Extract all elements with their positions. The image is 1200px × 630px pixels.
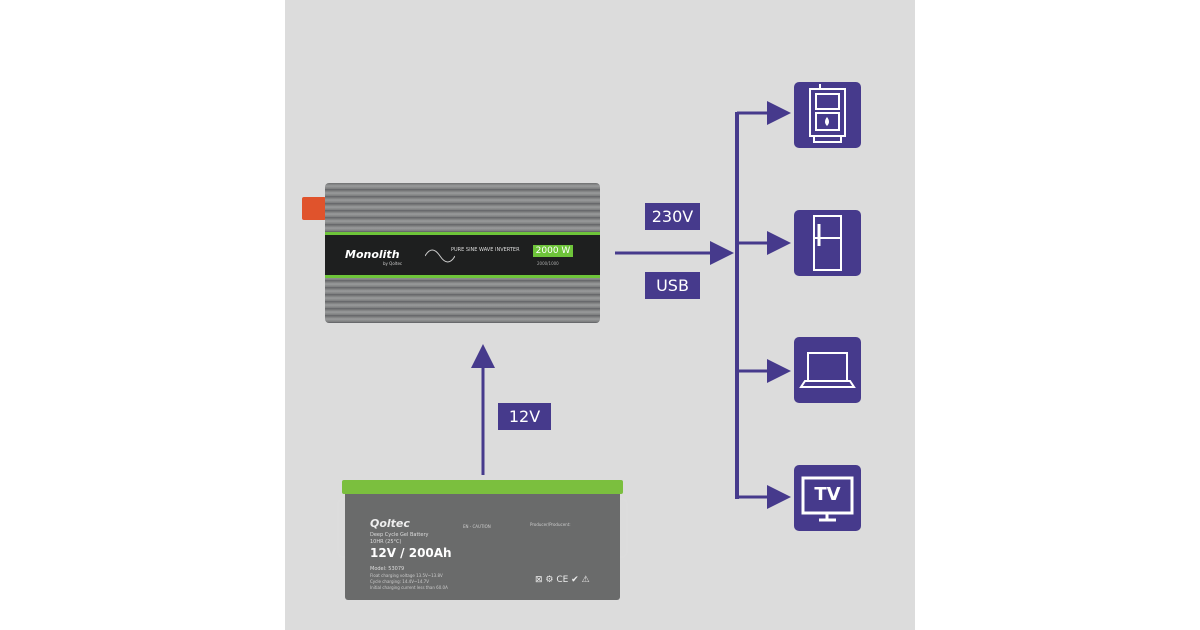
inverter-brand: Monolith [345, 248, 400, 261]
battery-lid [342, 480, 623, 494]
battery: Qoltec Deep Cycle Gel Battery 10HR (25°C… [337, 480, 628, 600]
boiler-icon [794, 82, 861, 148]
battery-handle-right [620, 498, 628, 558]
sine-wave-icon [425, 249, 455, 263]
label-12v: 12V [498, 403, 551, 430]
certification-icons: ⊠ ⚙ CE ✔ ⚠ [535, 575, 590, 585]
label-230v: 230V [645, 203, 700, 230]
inverter-power: 2000 W [533, 245, 573, 257]
fridge-icon [794, 210, 861, 276]
inverter-terminal [302, 197, 326, 220]
tv-label: TV [814, 484, 841, 505]
battery-handle-left [337, 498, 345, 558]
battery-brand: Qoltec [370, 517, 410, 530]
battery-cycle: Cycle charging: 14.4V~14.7V [370, 579, 429, 584]
label-usb: USB [645, 272, 700, 299]
battery-rating: 12V / 200Ah [370, 546, 452, 560]
battery-initial: Initial charging current less than 60.0A [370, 585, 448, 590]
battery-model: Model: 53079 [370, 566, 405, 572]
inverter-type: PURE SINE WAVE INVERTER [451, 247, 520, 253]
battery-caution: EN - CAUTION [463, 524, 491, 529]
battery-producer: Producer/Producent: [530, 522, 571, 527]
tv-icon: TV [794, 465, 861, 531]
inverter: Monolith by Qoltec PURE SINE WAVE INVERT… [325, 183, 600, 323]
battery-float: Float charging voltage 13.5V~13.8V [370, 573, 443, 578]
battery-type: Deep Cycle Gel Battery [370, 532, 429, 538]
battery-hr: 10HR (25°C) [370, 539, 402, 545]
inverter-power-sub: 2000/1000 [537, 261, 559, 266]
laptop-icon [794, 337, 861, 403]
inverter-sub-brand: by Qoltec [383, 261, 403, 266]
